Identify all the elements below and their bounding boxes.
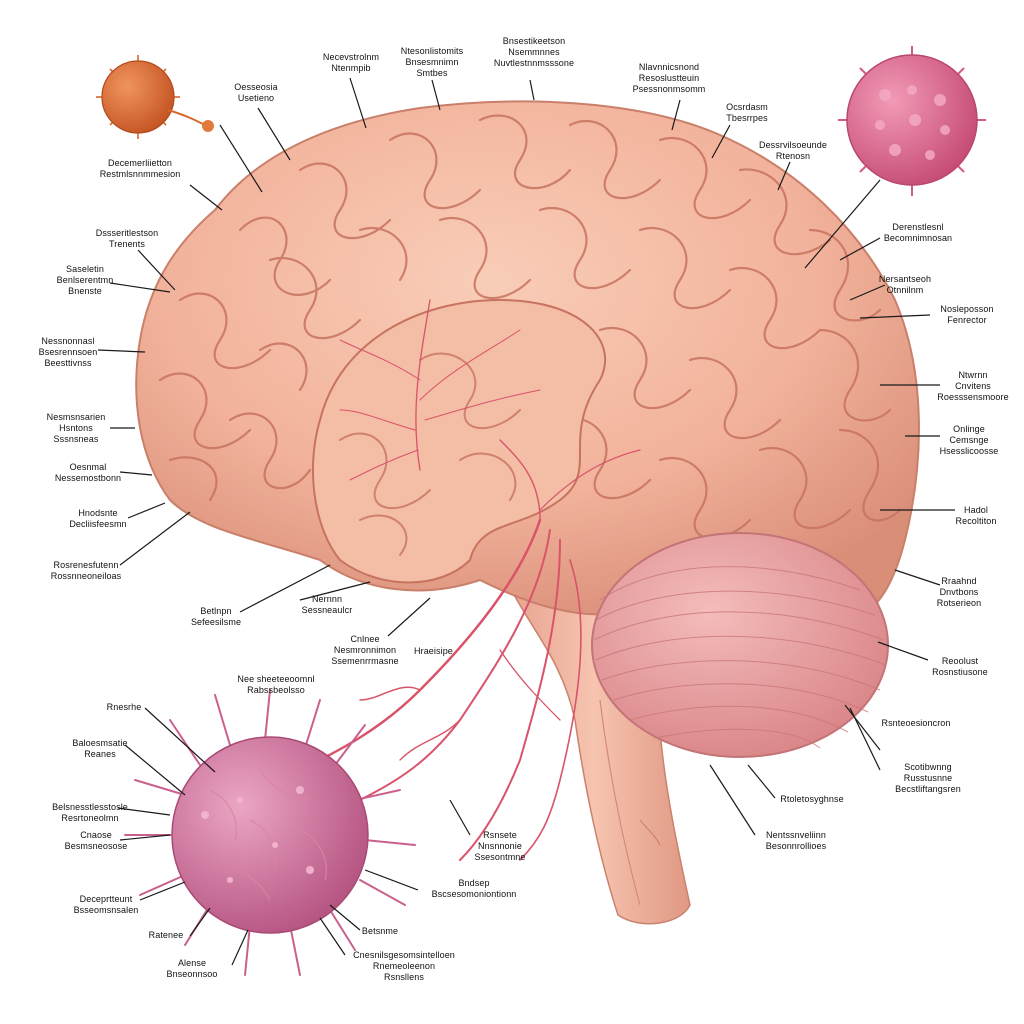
- label: Scotibwnng Russtusnne Becstliftangsren: [895, 762, 961, 794]
- label: Decemerliietton Restmlsnnmmesion: [99, 158, 181, 179]
- label: Hraeisipe: [414, 646, 453, 656]
- label: Cnesnilsgesomsintelloen Rnemeoleenon Rsn…: [353, 950, 455, 982]
- label: Rtoletosyghnse: [780, 794, 844, 804]
- label: Oesseosia Usetieno: [234, 82, 278, 103]
- label: Ocsrdasm Tbesrrpes: [726, 102, 768, 123]
- label: Betsnme: [361, 926, 399, 936]
- label: Rraahnd Dnvtbons Rotserieon: [936, 576, 982, 608]
- label: Nee sheeteeoomnl Rabssbeolsso: [237, 674, 315, 695]
- label: Nentssnveliinn Besonnrollioes: [765, 830, 827, 851]
- label: Rosrenesfutenn Rossnneoneiloas: [50, 560, 122, 581]
- label: Rsnsete Nnsnnonie Ssesontmne: [474, 830, 526, 862]
- label: Onlinge Cemsnge Hsesslicoosse: [939, 424, 999, 456]
- label: Dssseritlestson Trenents: [95, 228, 159, 249]
- label: Hnodsnte Decliisfeesmn: [69, 508, 127, 529]
- label: Necevstrolnm Ntenmpib: [322, 52, 380, 73]
- label: Ratenee: [148, 930, 184, 940]
- label: Ntesonlistomits Bnsesmnimn Smtbes: [400, 46, 464, 78]
- label: Saseletin Benlserentmn Bnenste: [56, 264, 114, 296]
- cell-top-right: [838, 46, 986, 196]
- label: Nersantseoh Otnnilnm: [878, 274, 932, 295]
- label: Nessnonnasl Bsesrennsoen Beesttivnss: [38, 336, 98, 368]
- label: Nesmsnsarien Hsntons Sssnsneas: [46, 412, 106, 444]
- cell-top-left: [96, 55, 214, 139]
- label: Rnesrhe: [106, 702, 142, 712]
- label: Ntwrnn Cnvitens Roesssensmoore: [937, 370, 1009, 402]
- cerebrum: [135, 100, 920, 617]
- label: Derenstlesnl Becomnimnosan: [883, 222, 953, 243]
- label: Hadol Recoltiton: [955, 505, 997, 526]
- label: Cnaose Besmsneosose: [64, 830, 128, 851]
- label: Bnsestikeetson Nsemmnnes Nuvtlestnnmssso…: [493, 36, 575, 68]
- neuron-cell-large: [124, 689, 416, 976]
- label: Deceprtteunt Bsseomsnsalen: [73, 894, 139, 915]
- label: Cnlnee Nesmronnimon Ssemenrrmasne: [331, 634, 399, 666]
- label: Oesnmal Nessemostbonn: [54, 462, 122, 483]
- label: Rsnteoesioncron: [881, 718, 951, 728]
- label: Nosleposson Fenrector: [940, 304, 994, 325]
- label: Betlnpn Sefeesilsme: [190, 606, 242, 627]
- label: Reoolust Rosnstiusone: [932, 656, 988, 677]
- label: Dessrvilsoeunde Rtenosn: [758, 140, 828, 161]
- label: Nlavnnicsnond Resoslustteuin Psessnonmso…: [632, 62, 706, 94]
- label: Belsnesstlesstosle Resrtoneolmn: [52, 802, 128, 823]
- label: Bndsep Bscsesomoniontionn: [431, 878, 517, 899]
- leader-lines: [97, 77, 955, 966]
- blood-vessels: [298, 299, 641, 861]
- label: Alense Bnseonnsoo: [166, 958, 218, 979]
- label: Nernnn Sessneaulcr: [301, 594, 353, 615]
- cerebellum: [591, 532, 889, 758]
- label: Baloesmsatie Reanes: [72, 738, 128, 759]
